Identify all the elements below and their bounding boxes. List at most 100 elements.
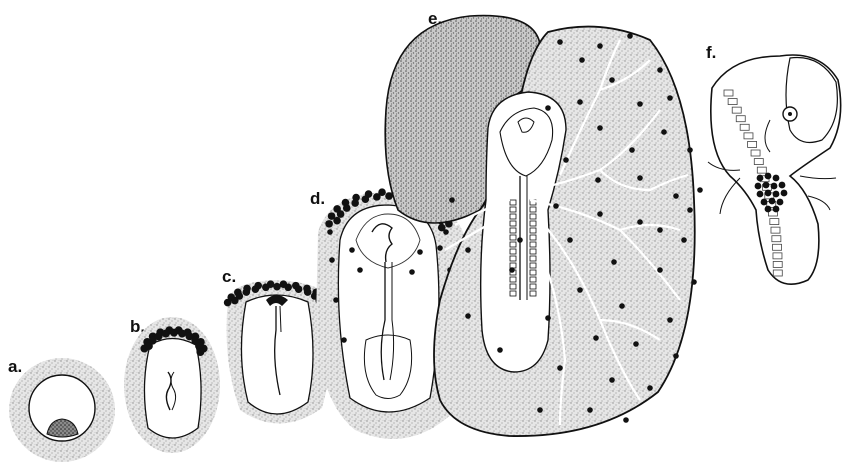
germ-cell bbox=[761, 199, 768, 206]
panel-a-label: a. bbox=[8, 357, 22, 376]
germ-cell bbox=[623, 417, 629, 423]
germ-cell bbox=[637, 101, 643, 107]
germ-cell bbox=[773, 175, 780, 182]
germ-cell bbox=[657, 227, 663, 233]
germ-cell bbox=[773, 206, 780, 213]
germ-cell bbox=[304, 288, 312, 296]
germ-cell bbox=[517, 237, 523, 243]
panel-f-label: f. bbox=[706, 43, 716, 62]
germ-cell bbox=[697, 187, 703, 193]
germ-cell bbox=[329, 257, 335, 263]
germ-cell bbox=[343, 204, 351, 212]
germ-cell bbox=[351, 199, 359, 207]
germ-cell bbox=[627, 33, 633, 39]
germ-cell bbox=[170, 329, 178, 337]
germ-cell bbox=[557, 365, 563, 371]
germ-cell bbox=[595, 177, 601, 183]
germ-cell bbox=[597, 43, 603, 49]
panel-c-embryonic-disc bbox=[241, 295, 313, 414]
germ-cell bbox=[557, 39, 563, 45]
germ-cell bbox=[763, 182, 770, 189]
germ-cell bbox=[673, 193, 679, 199]
germ-cell bbox=[609, 77, 615, 83]
germ-cell bbox=[765, 206, 772, 213]
germ-cell bbox=[771, 183, 778, 190]
germ-cell bbox=[357, 267, 363, 273]
germ-cell bbox=[325, 220, 333, 228]
panel-b: b. bbox=[124, 317, 220, 453]
germ-cell bbox=[327, 229, 333, 235]
germ-cell bbox=[779, 182, 786, 189]
germ-cell bbox=[437, 245, 443, 251]
germ-cell bbox=[633, 341, 639, 347]
panel-a: a. bbox=[8, 357, 115, 462]
germ-cell bbox=[765, 173, 772, 180]
germ-cell bbox=[773, 191, 780, 198]
germ-cell bbox=[781, 190, 788, 197]
germ-cell bbox=[417, 249, 423, 255]
germ-cell bbox=[154, 332, 162, 340]
germ-cell bbox=[609, 377, 615, 383]
germ-cell bbox=[443, 229, 449, 235]
germ-cell bbox=[545, 105, 551, 111]
germ-cell bbox=[637, 175, 643, 181]
germ-cell bbox=[687, 147, 693, 153]
germ-cell bbox=[284, 283, 292, 291]
germ-cell bbox=[647, 385, 653, 391]
germ-cell bbox=[373, 193, 381, 201]
panel-d-label: d. bbox=[310, 189, 325, 208]
germ-cell bbox=[657, 67, 663, 73]
germ-cell bbox=[333, 217, 341, 225]
panel-f-lens bbox=[788, 112, 792, 116]
germ-cell bbox=[629, 147, 635, 153]
germ-cell bbox=[757, 191, 764, 198]
germ-cell bbox=[755, 183, 762, 190]
germ-cell bbox=[577, 99, 583, 105]
panel-f-vitelline-vessel-right bbox=[800, 176, 836, 179]
panel-f-embryo-outline bbox=[711, 55, 841, 284]
germ-cell bbox=[349, 247, 355, 253]
germ-cell bbox=[657, 267, 663, 273]
germ-cell bbox=[567, 237, 573, 243]
germ-cell bbox=[661, 129, 667, 135]
germ-cell bbox=[765, 190, 772, 197]
germ-cell bbox=[545, 315, 551, 321]
germ-cell bbox=[465, 247, 471, 253]
germ-cell bbox=[597, 125, 603, 131]
germ-cell bbox=[449, 197, 455, 203]
germ-cell bbox=[196, 348, 204, 356]
germ-cell bbox=[178, 330, 186, 338]
germ-cell bbox=[611, 259, 617, 265]
germ-cell bbox=[362, 195, 370, 203]
germ-cell bbox=[162, 330, 170, 338]
germ-cell bbox=[777, 199, 784, 206]
germ-cell bbox=[273, 283, 281, 291]
germ-cell bbox=[333, 297, 339, 303]
germ-cell bbox=[579, 57, 585, 63]
germ-cell bbox=[537, 407, 543, 413]
germ-cell bbox=[687, 207, 693, 213]
germ-cell bbox=[667, 95, 673, 101]
germ-cell bbox=[577, 287, 583, 293]
germ-cell bbox=[681, 237, 687, 243]
germ-cell bbox=[236, 292, 244, 300]
germ-cell bbox=[243, 288, 251, 296]
germ-cell bbox=[465, 313, 471, 319]
germ-cell bbox=[341, 337, 347, 343]
panel-c-label: c. bbox=[222, 267, 236, 286]
germ-cell bbox=[587, 407, 593, 413]
germ-cell bbox=[337, 210, 345, 218]
germ-cell bbox=[563, 157, 569, 163]
germ-cell bbox=[593, 335, 599, 341]
germ-cell bbox=[757, 175, 764, 182]
germ-cell bbox=[769, 198, 776, 205]
germ-cell bbox=[497, 347, 503, 353]
germ-cell bbox=[691, 279, 697, 285]
germ-cell bbox=[509, 267, 515, 273]
germ-cell bbox=[553, 203, 559, 209]
germ-cell bbox=[673, 353, 679, 359]
germ-cell bbox=[295, 285, 303, 293]
germ-cell bbox=[262, 283, 270, 291]
germ-cell bbox=[667, 317, 673, 323]
